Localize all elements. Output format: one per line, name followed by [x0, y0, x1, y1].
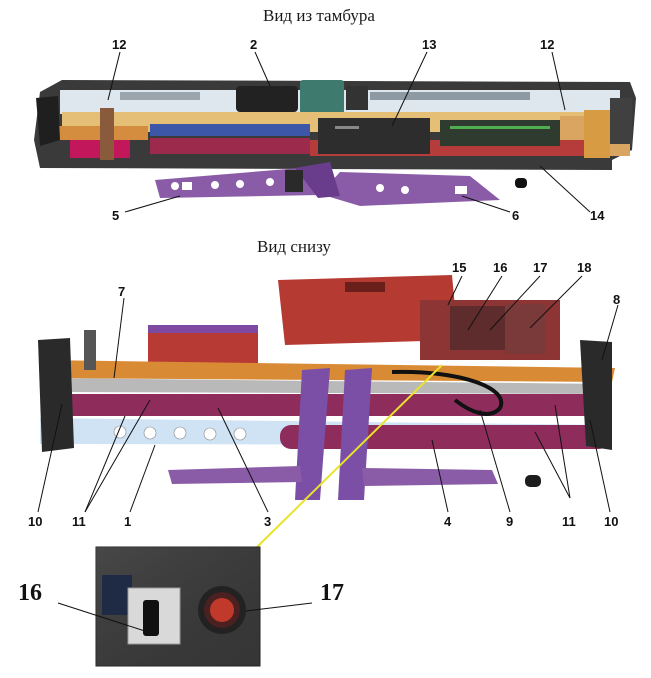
callout-15: 15 — [452, 260, 466, 275]
callout-16: 16 — [493, 260, 507, 275]
top-view-assembly — [34, 80, 636, 206]
callout-2: 2 — [250, 37, 257, 52]
top-callout-lines — [107, 51, 591, 213]
inset-photo — [95, 546, 261, 667]
callout-4: 4 — [444, 514, 452, 529]
callout-5: 5 — [112, 208, 119, 223]
callout-11-left: 11 — [72, 514, 86, 529]
callout-13: 13 — [422, 37, 436, 52]
callout-1: 1 — [124, 514, 131, 529]
callout-10-left: 10 — [28, 514, 42, 529]
callout-3: 3 — [264, 514, 271, 529]
bottom-view-assembly — [38, 275, 615, 549]
bottom-callout-lines — [37, 275, 619, 513]
callout-inset-17: 17 — [320, 580, 344, 606]
callout-10-right: 10 — [604, 514, 618, 529]
callout-9: 9 — [506, 514, 513, 529]
callout-7: 7 — [118, 284, 125, 299]
callout-14: 14 — [590, 208, 605, 223]
callout-11-right: 11 — [562, 514, 576, 529]
callout-inset-16: 16 — [18, 580, 42, 606]
callout-12-top-left: 12 — [112, 37, 126, 52]
callout-12-top-right: 12 — [540, 37, 554, 52]
callout-6: 6 — [512, 208, 519, 223]
callout-18: 18 — [577, 260, 591, 275]
inset-callout-lines — [57, 602, 313, 633]
callout-17: 17 — [533, 260, 547, 275]
bottom-view-title: Вид снизу — [257, 237, 331, 256]
top-view-title: Вид из тамбура — [263, 6, 375, 25]
callout-8: 8 — [613, 292, 620, 307]
